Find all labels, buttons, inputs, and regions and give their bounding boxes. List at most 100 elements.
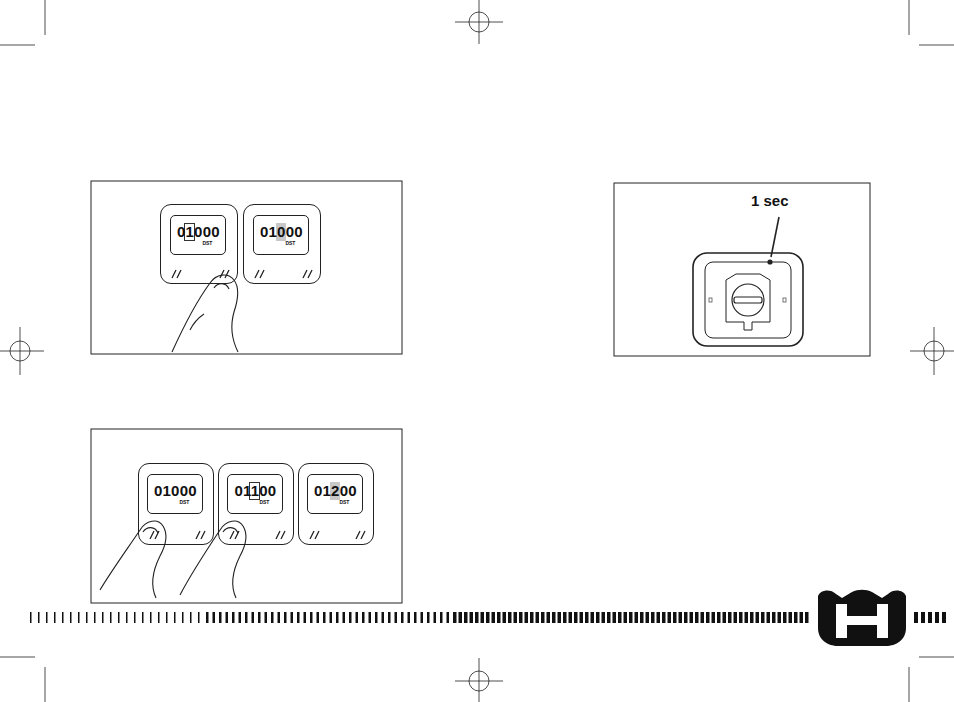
bar-stroke	[323, 612, 326, 623]
display-value: 01000	[154, 483, 197, 499]
bar-stroke	[427, 612, 430, 623]
bar-stroke	[30, 612, 32, 623]
bar-stroke	[382, 612, 385, 623]
bar-stroke	[134, 612, 136, 623]
button-marks	[299, 528, 375, 542]
bar-stroke	[414, 612, 417, 623]
bar-stroke	[291, 612, 294, 623]
bar-stroke	[158, 612, 160, 623]
display-unit-label: DST	[339, 499, 349, 505]
bar-stroke	[651, 612, 655, 623]
lcd-screen: 01200DST	[307, 474, 363, 514]
bar-stroke	[624, 612, 628, 623]
bar-stroke	[126, 612, 128, 623]
bar-stroke	[492, 612, 496, 623]
display-unit: 01200DST	[298, 463, 374, 545]
bar-stroke	[470, 612, 474, 623]
bar-stroke	[245, 612, 248, 623]
bar-stroke	[166, 612, 168, 623]
bar-stroke	[310, 612, 313, 623]
bar-stroke	[284, 612, 287, 623]
finger	[172, 275, 238, 352]
bar-stroke	[78, 612, 80, 623]
bar-stroke	[343, 612, 346, 623]
bar-stroke	[657, 612, 661, 623]
bar-stroke	[434, 612, 437, 623]
bar-stroke	[800, 612, 804, 623]
bar-stroke	[701, 612, 705, 623]
bar-stroke	[585, 612, 589, 623]
bar-stroke	[252, 612, 255, 623]
bar-stroke	[475, 612, 479, 623]
bar-stroke	[541, 612, 545, 623]
bar-stroke	[613, 612, 617, 623]
figure-frames	[91, 181, 870, 603]
display-unit-label: DST	[285, 240, 295, 246]
finger	[100, 521, 246, 598]
bar-stroke	[580, 612, 584, 623]
bar-stroke	[574, 612, 578, 623]
button-marks	[161, 267, 239, 281]
bar-stroke	[317, 612, 320, 623]
bar-stroke	[525, 612, 529, 623]
bar-stroke	[362, 612, 365, 623]
bar-stroke	[673, 612, 677, 623]
bar-stroke	[723, 612, 727, 623]
bar-stroke	[794, 612, 798, 623]
bar-stroke	[514, 612, 518, 623]
bar-stroke	[174, 612, 176, 623]
bar-stroke	[110, 612, 112, 623]
bar-stroke	[750, 612, 754, 623]
bar-stroke	[789, 612, 793, 623]
bar-stroke	[778, 612, 782, 623]
page-bar	[30, 612, 946, 623]
display-unit-label: DST	[202, 240, 212, 246]
bar-stroke	[712, 612, 716, 623]
bar-stroke	[336, 612, 339, 623]
bar-stroke	[783, 612, 787, 623]
bar-stroke	[54, 612, 56, 623]
bar-stroke	[668, 612, 672, 623]
bar-stroke	[447, 612, 450, 623]
bar-stroke	[206, 612, 209, 623]
bar-stroke	[761, 612, 765, 623]
bar-stroke	[375, 612, 378, 623]
bar-stroke	[503, 612, 507, 623]
bar-stroke	[459, 612, 463, 623]
bar-stroke	[388, 612, 391, 623]
bar-stroke	[530, 612, 534, 623]
lcd-screen: 01000DST	[253, 215, 309, 255]
bar-stroke	[607, 612, 611, 623]
bar-stroke	[102, 612, 104, 623]
bar-stroke	[198, 612, 200, 623]
display-unit: 01100DST	[218, 463, 294, 545]
bar-stroke	[662, 612, 666, 623]
bar-stroke	[921, 612, 925, 623]
bar-stroke	[569, 612, 573, 623]
bar-stroke	[734, 612, 738, 623]
bar-stroke	[767, 612, 771, 623]
lcd-screen: 01000DST	[170, 215, 226, 255]
bar-stroke	[942, 612, 946, 623]
bar-stroke	[558, 612, 562, 623]
bar-stroke	[401, 612, 404, 623]
bar-stroke	[219, 612, 222, 623]
lcd-screen: 01000DST	[147, 474, 203, 514]
bar-stroke	[453, 612, 457, 623]
bar-stroke	[756, 612, 760, 623]
display-unit: 01000DST	[160, 204, 238, 284]
bar-stroke	[150, 612, 152, 623]
bar-stroke	[536, 612, 540, 623]
unit-back	[693, 217, 803, 346]
brand-logo	[818, 590, 906, 646]
display-unit-label: DST	[179, 499, 189, 505]
bar-stroke	[695, 612, 699, 623]
bar-stroke	[421, 612, 424, 623]
bar-stroke	[519, 612, 523, 623]
bar-stroke	[232, 612, 235, 623]
bar-stroke	[640, 612, 644, 623]
bar-stroke	[395, 612, 398, 623]
bar-stroke	[142, 612, 144, 623]
